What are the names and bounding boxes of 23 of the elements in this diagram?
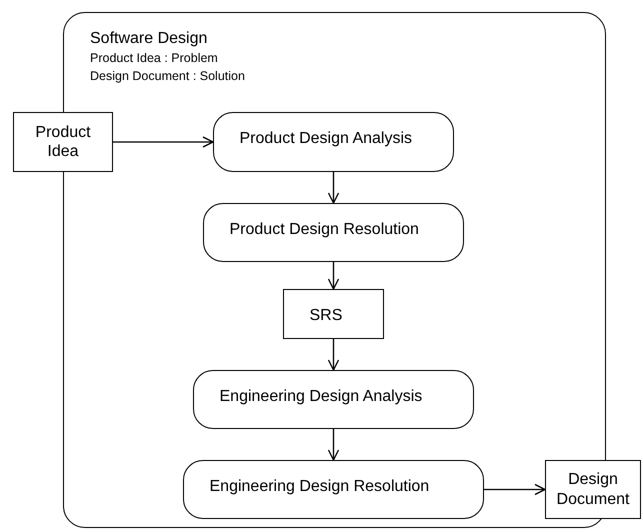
- frame-note: Product Idea : Problem: [89, 51, 219, 66]
- frame-note: Design Document : Solution: [89, 69, 246, 84]
- arrow: [328, 429, 340, 461]
- rounded-process-box: [212, 112, 454, 172]
- node-label: Engineering Design Analysis: [218, 386, 424, 406]
- frame-title: Software Design: [89, 29, 208, 48]
- node-label: Product Design Analysis: [238, 128, 414, 148]
- rounded-process-box: [192, 370, 474, 428]
- process-box: [282, 288, 384, 338]
- process-box: [545, 460, 641, 519]
- arrow: [328, 262, 340, 290]
- arrow: [484, 484, 546, 496]
- node-label: SRS: [308, 306, 344, 325]
- process-box: [13, 112, 113, 172]
- rounded-process-box: [202, 202, 464, 262]
- arrow: [328, 339, 340, 371]
- node-label: Engineering Design Resolution: [208, 476, 430, 496]
- node-label: Product Idea: [34, 122, 92, 162]
- node-label: Product Design Resolution: [228, 220, 420, 239]
- node-label: Design Document: [556, 470, 630, 509]
- arrow: [113, 136, 214, 148]
- arrow: [328, 172, 340, 204]
- rounded-process-box: [182, 460, 484, 518]
